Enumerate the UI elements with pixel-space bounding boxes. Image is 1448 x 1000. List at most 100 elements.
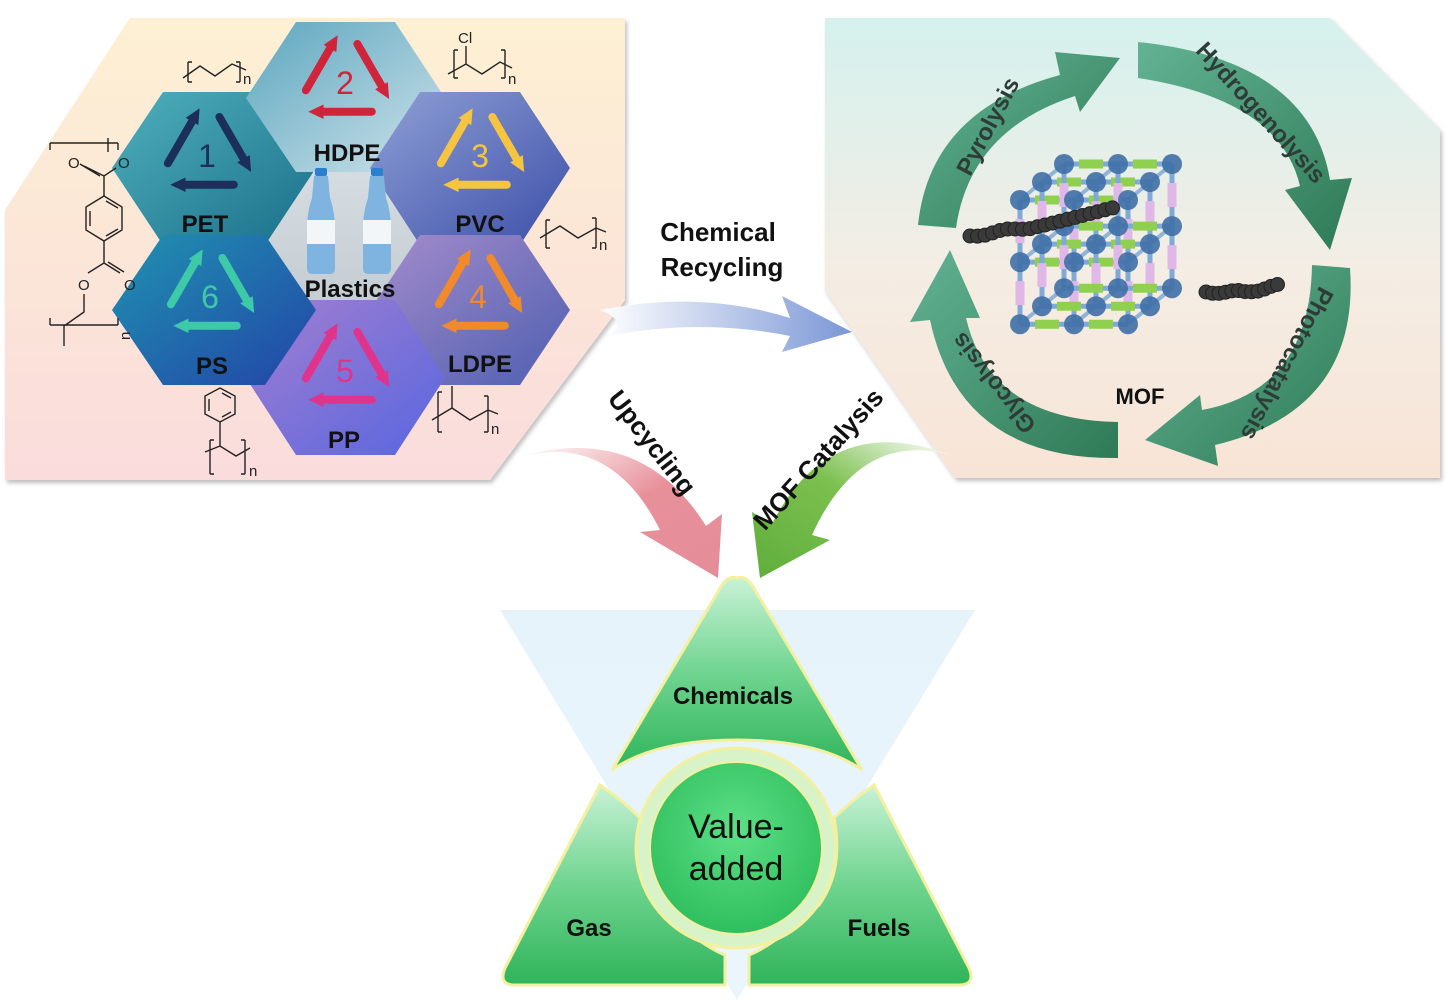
subscript-n: n xyxy=(249,463,257,480)
mof-catalysis-arrow xyxy=(752,442,950,578)
mof-metal-node xyxy=(1140,296,1160,317)
label-pet: PET xyxy=(182,211,229,238)
mof-metal-node xyxy=(1108,216,1128,237)
oxygen-atom: O xyxy=(118,155,130,172)
resin-code-6: 6 xyxy=(201,279,219,315)
recycle-icon-pet: 1 xyxy=(163,108,252,193)
mof-metal-node xyxy=(1162,154,1182,174)
recycle-arrow-segment xyxy=(163,113,199,168)
recycle-arrowhead xyxy=(185,108,200,126)
recycle-arrow-segment xyxy=(218,254,254,309)
subscript-n: n xyxy=(491,421,499,438)
recycle-arrow-segment xyxy=(486,254,522,309)
recycle-arrowhead xyxy=(375,82,390,99)
chemical-recycling-arrow xyxy=(600,296,852,352)
recycle-icon-pp: 5 xyxy=(301,323,390,408)
products-triangle xyxy=(501,575,973,987)
mof-metal-node xyxy=(1054,278,1074,299)
recycle-arrow-segment xyxy=(488,113,524,168)
recycle-arrow-segment xyxy=(166,254,202,309)
plastic-bottles-image xyxy=(307,168,391,274)
hydrogenolysis-arrow xyxy=(1138,42,1352,250)
mof-metal-node xyxy=(1010,190,1030,210)
recycle-arrowhead xyxy=(441,318,457,334)
recycle-arrowhead xyxy=(375,370,390,387)
subscript-n: n xyxy=(243,71,251,88)
recycle-arrowhead xyxy=(308,104,324,120)
recycle-icon-pvc: 3 xyxy=(436,108,525,193)
subscript-n: n xyxy=(508,71,516,88)
recycle-icon-ps: 6 xyxy=(166,249,255,334)
mof-metal-node xyxy=(1118,190,1138,210)
mof-metal-node xyxy=(1086,296,1106,317)
pvc-structure: Cl n xyxy=(447,30,516,88)
recycle-arrowhead xyxy=(443,177,459,193)
chemical-recycling-label-line2: Recycling xyxy=(661,252,784,282)
label-plastics: Plastics xyxy=(305,276,396,303)
recycle-arrow-segment xyxy=(215,113,251,168)
mof-lattice xyxy=(962,154,1285,335)
mof-metal-node xyxy=(1118,252,1138,273)
recycle-arrow-segment xyxy=(436,113,472,168)
recycle-arrow-segment xyxy=(353,328,389,383)
recycle-arrowhead xyxy=(308,392,324,408)
segment-chemicals xyxy=(610,575,864,772)
mof-label: MOF xyxy=(1116,384,1165,409)
mof-metal-node xyxy=(1064,190,1084,210)
recycle-arrowhead xyxy=(188,249,203,267)
mof-metal-node xyxy=(1032,234,1052,255)
recycle-arrow-segment xyxy=(434,254,470,309)
oxygen-atom: O xyxy=(68,155,80,172)
label-ldpe: LDPE xyxy=(448,351,512,378)
label-ps: PS xyxy=(196,353,228,380)
recycle-arrowhead xyxy=(173,318,189,334)
ps-structure: n xyxy=(204,387,257,480)
mof-metal-node xyxy=(1064,252,1084,273)
oxygen-atom: O xyxy=(124,277,136,294)
recycle-arrowhead xyxy=(456,249,471,267)
mof-metal-node xyxy=(1108,278,1128,299)
resin-code-4: 4 xyxy=(469,279,487,315)
ldpe-structure: n xyxy=(539,217,607,254)
resin-code-3: 3 xyxy=(471,138,489,174)
mof-metal-node xyxy=(1032,296,1052,317)
pet-structure: O O O O n xyxy=(49,138,136,346)
mof-metal-node xyxy=(1010,314,1030,335)
recycle-arrow-segment xyxy=(353,40,389,95)
mof-metal-node xyxy=(1010,252,1030,273)
recycle-arrowhead xyxy=(323,323,338,341)
recycle-icon-ldpe: 4 xyxy=(434,249,523,334)
mof-cycle xyxy=(910,42,1352,466)
mof-metal-node xyxy=(1108,154,1128,174)
value-added-line1: Value- xyxy=(688,808,784,846)
pp-structure: n xyxy=(431,386,499,438)
hexagon-ps xyxy=(112,235,316,385)
chlorine-atom: Cl xyxy=(458,30,472,47)
gas-label: Gas xyxy=(566,915,611,942)
recycle-arrowhead xyxy=(458,108,473,126)
subscript-n: n xyxy=(117,332,134,340)
recycle-arrowhead xyxy=(323,35,338,53)
glycolysis-arrow xyxy=(910,250,1118,459)
mof-metal-node xyxy=(1086,172,1106,192)
mof-metal-node xyxy=(1086,234,1106,255)
mof-metal-node xyxy=(1064,314,1084,335)
center-circle xyxy=(649,761,823,935)
polymer-chain-bead xyxy=(1270,277,1285,292)
recycle-arrowhead xyxy=(508,296,523,313)
resin-code-5: 5 xyxy=(336,353,354,389)
oxygen-atom: O xyxy=(78,277,90,294)
recycle-arrowhead xyxy=(510,155,525,172)
mof-metal-node xyxy=(1054,154,1074,174)
polyethylene-structure-top: n xyxy=(182,61,251,88)
pyrolysis-arrow xyxy=(918,52,1120,228)
recycle-arrow-segment xyxy=(301,40,337,95)
resin-code-1: 1 xyxy=(198,138,216,174)
mof-metal-node xyxy=(1140,234,1160,255)
label-pvc: PVC xyxy=(455,211,504,238)
hexagon-pvc xyxy=(370,92,570,245)
mof-metal-node xyxy=(1162,278,1182,299)
hexagon-pet xyxy=(112,92,316,245)
polymer-chain-bead xyxy=(1105,200,1120,216)
